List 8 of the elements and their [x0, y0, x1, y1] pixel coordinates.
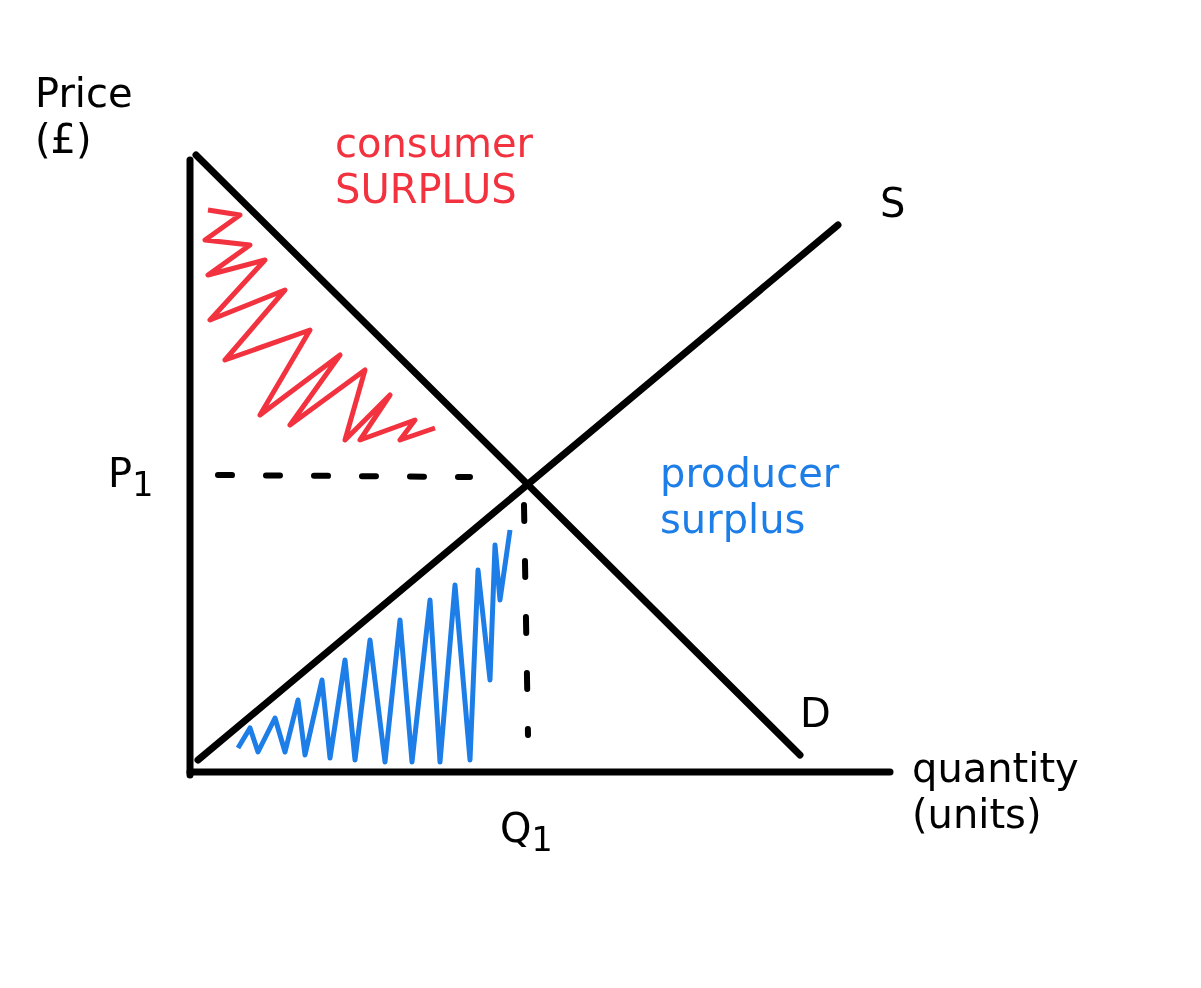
curve-label: S	[880, 180, 906, 226]
axis-title: quantity (units)	[912, 745, 1080, 837]
area-label: producer surplus	[660, 450, 841, 542]
quantity-label: Q$_{1}$	[500, 805, 553, 860]
axis-title: Price (£)	[35, 70, 134, 162]
area-label: consumer SURPLUS	[335, 120, 535, 212]
curve-label: D	[800, 690, 831, 736]
price-label: P$_{1}$	[108, 450, 154, 505]
